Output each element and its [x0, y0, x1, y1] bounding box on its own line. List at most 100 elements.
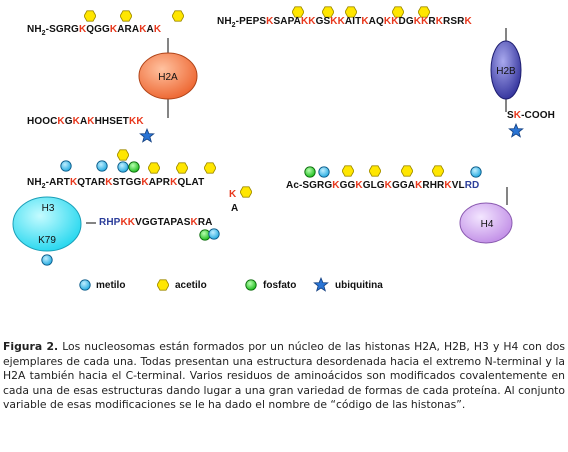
methyl-marker	[117, 161, 129, 173]
acetyl-marker	[401, 165, 413, 177]
modified-lysine: K	[355, 180, 363, 191]
sequence-residue: R	[464, 180, 473, 191]
h3-bottom-sequence: RHPKKVGGTAPASKRA	[99, 217, 213, 228]
legend-acetyl-label: acetilo	[175, 280, 207, 291]
h3-turn-residue-a: A	[231, 203, 239, 214]
phospho-marker	[128, 161, 140, 173]
modified-lysine: K	[57, 116, 65, 127]
h3-turn-residue-k: K	[229, 189, 237, 200]
sequence-text: SK-COOH	[507, 110, 555, 121]
legend-methyl-label: metilo	[96, 280, 126, 291]
legend-ubiquitin-icon	[313, 277, 329, 292]
modified-lysine: K	[444, 180, 452, 191]
modified-lysine: K	[139, 24, 147, 35]
methyl-marker	[60, 160, 72, 172]
legend-ubiquitin-label: ubiquitina	[335, 280, 383, 291]
acetyl-marker	[240, 186, 252, 198]
modified-lysine: K	[464, 16, 472, 27]
acetyl-marker	[432, 165, 444, 177]
modified-lysine: K	[78, 24, 87, 35]
acetyl-marker	[176, 162, 188, 174]
modified-lysine: K	[109, 24, 118, 35]
ubiquitin-marker	[139, 128, 155, 143]
h2b-label: H2B	[496, 66, 516, 77]
h2b-ellipse	[490, 40, 522, 100]
modified-lysine: K	[435, 16, 444, 27]
modified-lysine: K	[383, 16, 392, 27]
modified-lysine: K	[300, 16, 309, 27]
modified-lysine: K	[266, 16, 274, 27]
h2a-ellipse	[138, 52, 198, 100]
h2a-n-terminal-sequence: NH2-SGRGKQGGKARAKAK	[27, 24, 162, 37]
modified-lysine: K	[337, 16, 345, 27]
modified-lysine: K	[308, 16, 316, 27]
h3-k79-label: K79	[38, 235, 56, 246]
modified-lysine: K	[120, 217, 128, 228]
h3-ellipse	[12, 196, 82, 252]
sequence-text: Ac-SGRGKGGKGLGKGGAKRHRKVLRD	[286, 180, 480, 191]
acetyl-marker	[172, 10, 184, 22]
sequence-text: -ARTKQTARKSTGGKAPRKQLAT	[45, 177, 205, 188]
sequence-residue: R	[99, 217, 107, 228]
modified-lysine: K	[361, 16, 369, 27]
modified-lysine: K	[170, 177, 178, 188]
phospho-marker	[304, 166, 316, 178]
h2b-n-terminal-sequence: NH2-PEPSKSAPAKKGSKKAITKAQKKDGKKRKRSRK	[217, 16, 472, 29]
modified-lysine: K	[105, 177, 113, 188]
sequence-text: HOOCKGKAKHHSETKK	[27, 116, 144, 127]
legend-phospho-label: fosfato	[263, 280, 297, 291]
legend-phospho-icon	[245, 279, 257, 291]
acetyl-marker	[204, 162, 216, 174]
modified-lysine: K	[391, 16, 399, 27]
figure-caption: Figura 2. Los nucleosomas están formados…	[3, 340, 565, 413]
diagram-graphics: H2A H2B H3 K79 H4	[12, 6, 524, 292]
caption-label: Figura 2.	[3, 340, 59, 353]
modified-lysine: K	[330, 16, 338, 27]
methyl-marker	[96, 160, 108, 172]
legend-acetyl-icon	[157, 279, 169, 291]
sequence-residue: H	[106, 217, 114, 228]
modified-lysine: K	[384, 180, 392, 191]
h4-ellipse	[459, 202, 513, 244]
sequence-text: RHPKKVGGTAPASKRA	[99, 217, 213, 228]
methyl-marker	[208, 228, 220, 240]
acetyl-marker	[84, 10, 96, 22]
legend-methyl-icon	[79, 279, 91, 291]
acetyl-marker	[369, 165, 381, 177]
modified-lysine: K	[129, 116, 137, 127]
h4-n-terminal-sequence: Ac-SGRGKGGKGLGKGGAKRHRKVLRD	[286, 180, 479, 191]
modified-lysine: K	[72, 116, 80, 127]
modified-lysine: K	[415, 180, 423, 191]
acetyl-marker	[342, 165, 354, 177]
modified-lysine: K	[69, 177, 78, 188]
methyl-marker	[318, 166, 330, 178]
caption-text: Los nucleosomas están formados por un nú…	[3, 340, 565, 411]
methyl-marker	[41, 254, 53, 266]
histone-modification-diagram: H2A H2B H3 K79 H4	[12, 6, 555, 292]
modified-lysine: K	[513, 110, 522, 121]
sequence-text: -SGRGKQGGKARAKAK	[45, 24, 162, 35]
h3-n-terminal-sequence: NH2-ARTKQTARKSTGGKAPRKQLAT	[27, 177, 205, 190]
h2a-label: H2A	[158, 72, 178, 83]
modified-lysine: K	[332, 180, 340, 191]
h4-label: H4	[481, 219, 494, 230]
h2a-c-terminal-sequence: HOOCKGKAKHHSETKK	[27, 116, 144, 127]
sequence-text: -PEPSKSAPAKKGSKKAITKAQKKDGKKRKRSRK	[235, 16, 472, 27]
h2b-c-terminal-sequence: SK-COOH	[507, 110, 555, 121]
modified-lysine: K	[127, 217, 136, 228]
acetyl-marker	[148, 162, 160, 174]
modified-lysine: K	[87, 116, 95, 127]
acetyl-marker	[117, 149, 129, 161]
modified-lysine: K	[413, 16, 422, 27]
ubiquitin-marker	[508, 123, 524, 138]
modified-lysine: K	[190, 217, 198, 228]
modified-lysine: K	[153, 24, 162, 35]
sequence-residue: P	[113, 217, 121, 228]
sequence-residue: D	[472, 180, 480, 191]
modified-lysine: K	[141, 177, 149, 188]
h3-label: H3	[42, 203, 55, 214]
modified-lysine: K	[136, 116, 144, 127]
acetyl-marker	[120, 10, 132, 22]
methyl-marker	[470, 166, 482, 178]
modified-lysine: K	[421, 16, 429, 27]
